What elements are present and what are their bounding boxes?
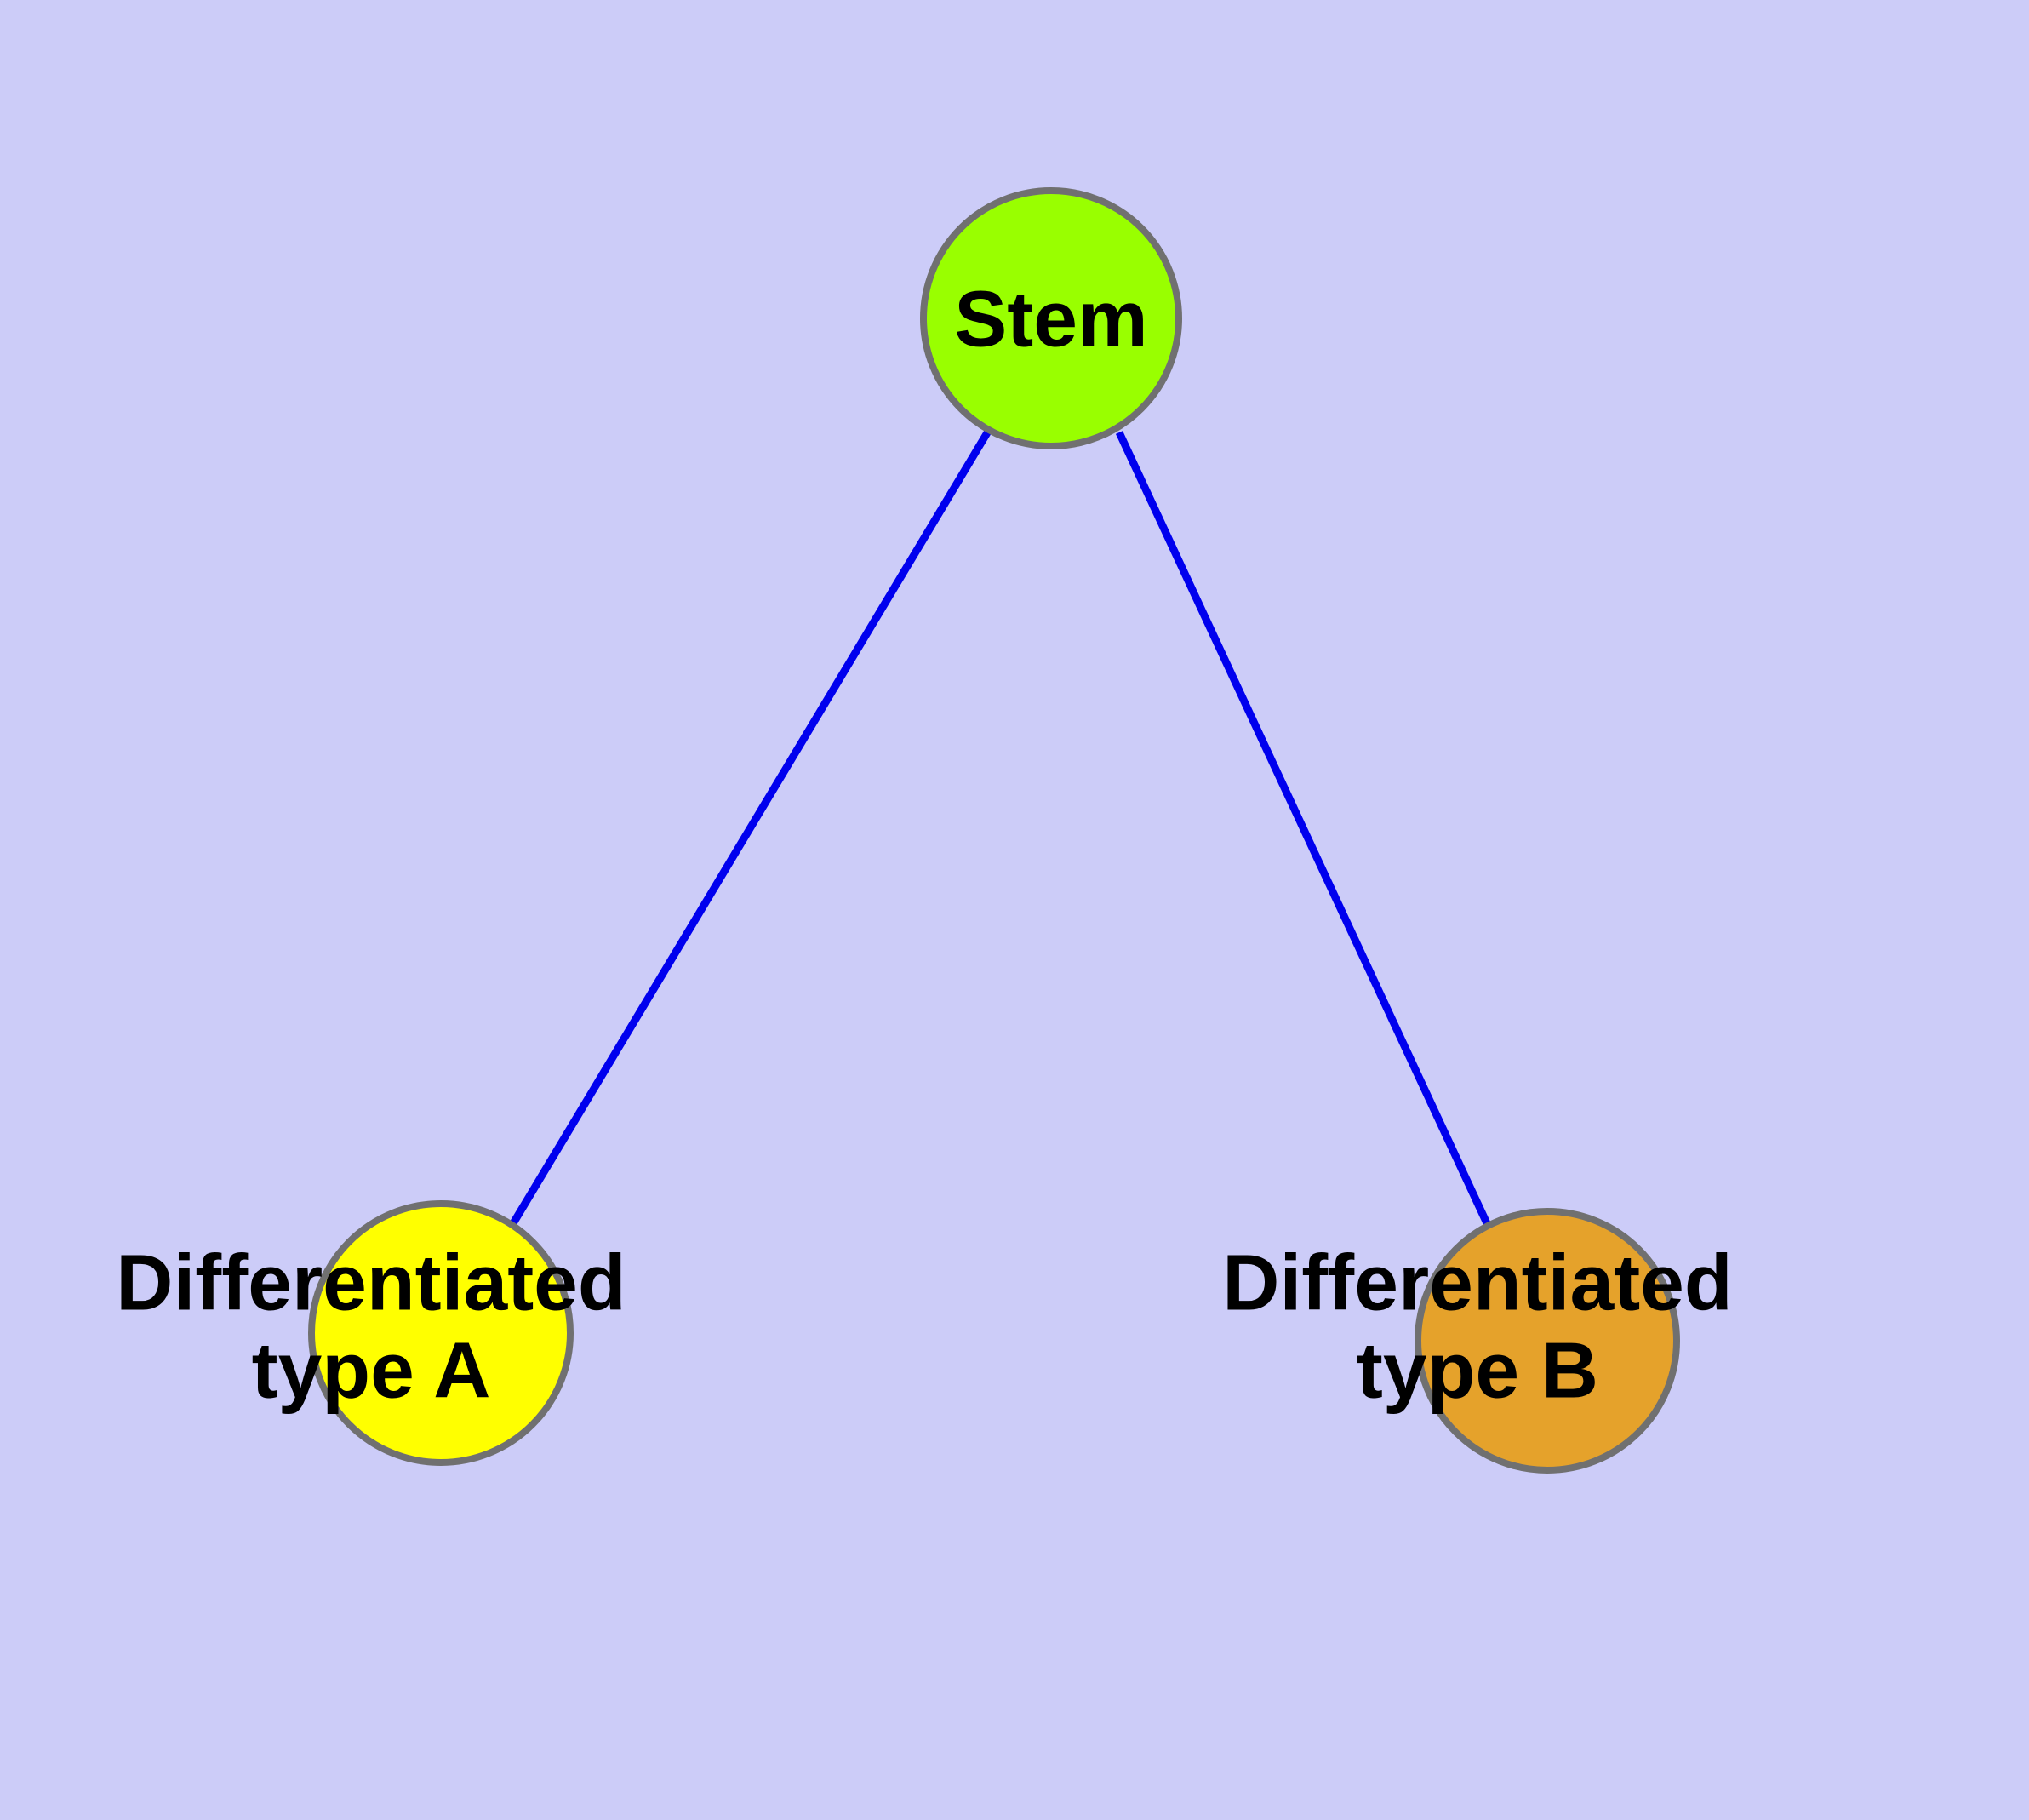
node-differentiated-type-a-label-line1: Differentiated: [116, 1239, 626, 1327]
edge-layer: [510, 427, 1491, 1226]
node-stem-circle[interactable]: [920, 187, 1182, 449]
node-differentiated-type-b-label-line1: Differentiated: [1222, 1239, 1732, 1327]
node-differentiated-type-a[interactable]: Differentiated type A: [116, 1200, 626, 1466]
edge-stem-to-differentiated-type-a[interactable]: [510, 427, 992, 1226]
node-layer: Stem Differentiated type A Differentiate…: [116, 187, 1733, 1474]
node-differentiated-type-a-circle[interactable]: [308, 1200, 574, 1466]
node-stem-label-line1: Stem: [954, 275, 1147, 363]
node-differentiated-type-b-circle[interactable]: [1415, 1208, 1680, 1474]
node-differentiated-type-b-label-line2: type B: [1357, 1326, 1598, 1415]
node-differentiated-type-a-label-line2: type A: [252, 1326, 491, 1415]
node-differentiated-type-b[interactable]: Differentiated type B: [1222, 1208, 1733, 1474]
node-stem[interactable]: Stem: [920, 187, 1182, 449]
edge-stem-to-differentiated-type-b[interactable]: [1115, 431, 1491, 1225]
